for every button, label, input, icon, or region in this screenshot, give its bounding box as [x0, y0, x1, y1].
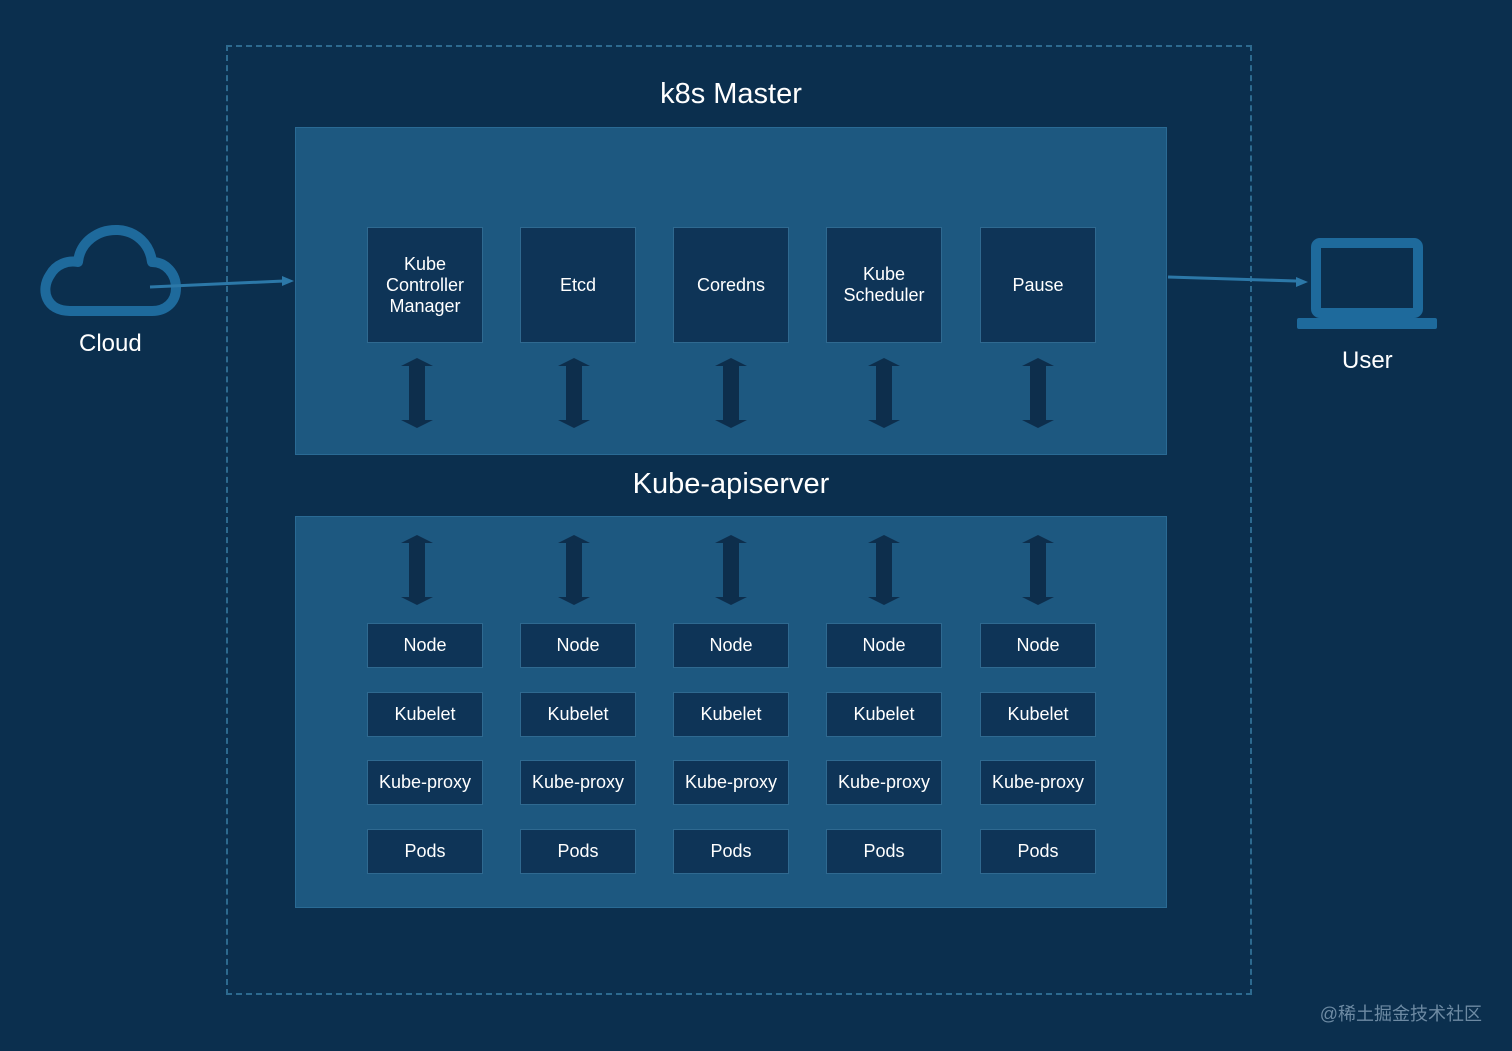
- pods-box: Pods: [673, 829, 789, 874]
- user-connector: [1167, 275, 1297, 283]
- double-arrow-icon: [868, 535, 900, 605]
- node-box: Node: [980, 623, 1096, 668]
- kubelet-box: Kubelet: [826, 692, 942, 737]
- cloud-label: Cloud: [79, 330, 142, 357]
- kubelet-box: Kubelet: [367, 692, 483, 737]
- arrowhead-icon: [282, 276, 294, 286]
- kube-proxy-box: Kube-proxy: [367, 760, 483, 805]
- cloud-icon: [40, 225, 181, 316]
- double-arrow-icon: [1022, 535, 1054, 605]
- kube-proxy-box: Kube-proxy: [520, 760, 636, 805]
- double-arrow-icon: [558, 358, 590, 428]
- kubelet-box: Kubelet: [520, 692, 636, 737]
- double-arrow-icon: [401, 535, 433, 605]
- double-arrow-icon: [401, 358, 433, 428]
- user-label: User: [1342, 347, 1393, 374]
- watermark: @稀土掘金技术社区: [1319, 1004, 1482, 1024]
- kubelet-box: Kubelet: [673, 692, 789, 737]
- node-box: Node: [520, 623, 636, 668]
- node-box: Node: [673, 623, 789, 668]
- double-arrow-icon: [868, 358, 900, 428]
- pods-box: Pods: [826, 829, 942, 874]
- master-component: Coredns: [673, 227, 789, 343]
- master-title: k8s Master: [660, 78, 802, 110]
- kube-proxy-box: Kube-proxy: [826, 760, 942, 805]
- cloud-connector: [149, 279, 285, 289]
- master-component: Kube Scheduler: [826, 227, 942, 343]
- kube-proxy-box: Kube-proxy: [673, 760, 789, 805]
- pods-box: Pods: [367, 829, 483, 874]
- double-arrow-icon: [1022, 358, 1054, 428]
- pods-box: Pods: [520, 829, 636, 874]
- master-component: Etcd: [520, 227, 636, 343]
- pods-box: Pods: [980, 829, 1096, 874]
- master-component: Kube Controller Manager: [367, 227, 483, 343]
- node-box: Node: [367, 623, 483, 668]
- double-arrow-icon: [715, 535, 747, 605]
- laptop-icon: [1297, 238, 1437, 329]
- kube-proxy-box: Kube-proxy: [980, 760, 1096, 805]
- k8s-master-boundary: [226, 45, 1252, 995]
- double-arrow-icon: [558, 535, 590, 605]
- node-box: Node: [826, 623, 942, 668]
- apiserver-title: Kube-apiserver: [632, 468, 830, 500]
- double-arrow-icon: [715, 358, 747, 428]
- kubelet-box: Kubelet: [980, 692, 1096, 737]
- arrowhead-icon: [1296, 277, 1308, 287]
- master-component: Pause: [980, 227, 1096, 343]
